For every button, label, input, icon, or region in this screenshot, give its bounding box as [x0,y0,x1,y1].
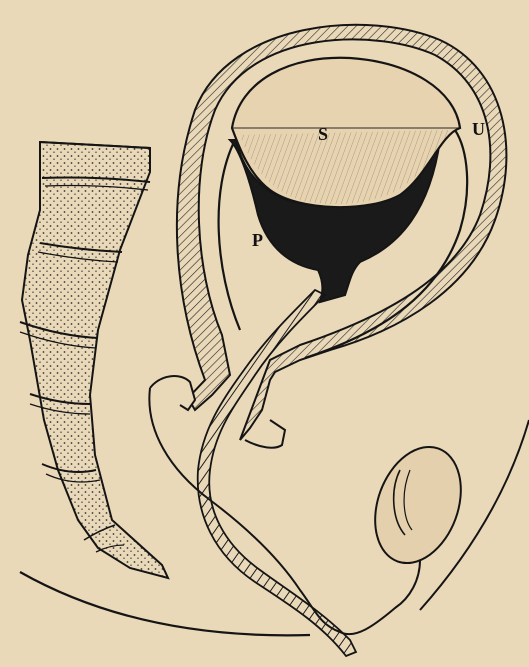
left-lip [150,376,195,410]
label-sac: S [318,124,328,144]
appendage-body [22,142,168,578]
oval-body [360,435,476,575]
label-wall: U [472,119,485,139]
label-pouch: P [252,230,263,250]
segmented-appendage [20,142,168,578]
inner-lining-left [219,140,240,330]
